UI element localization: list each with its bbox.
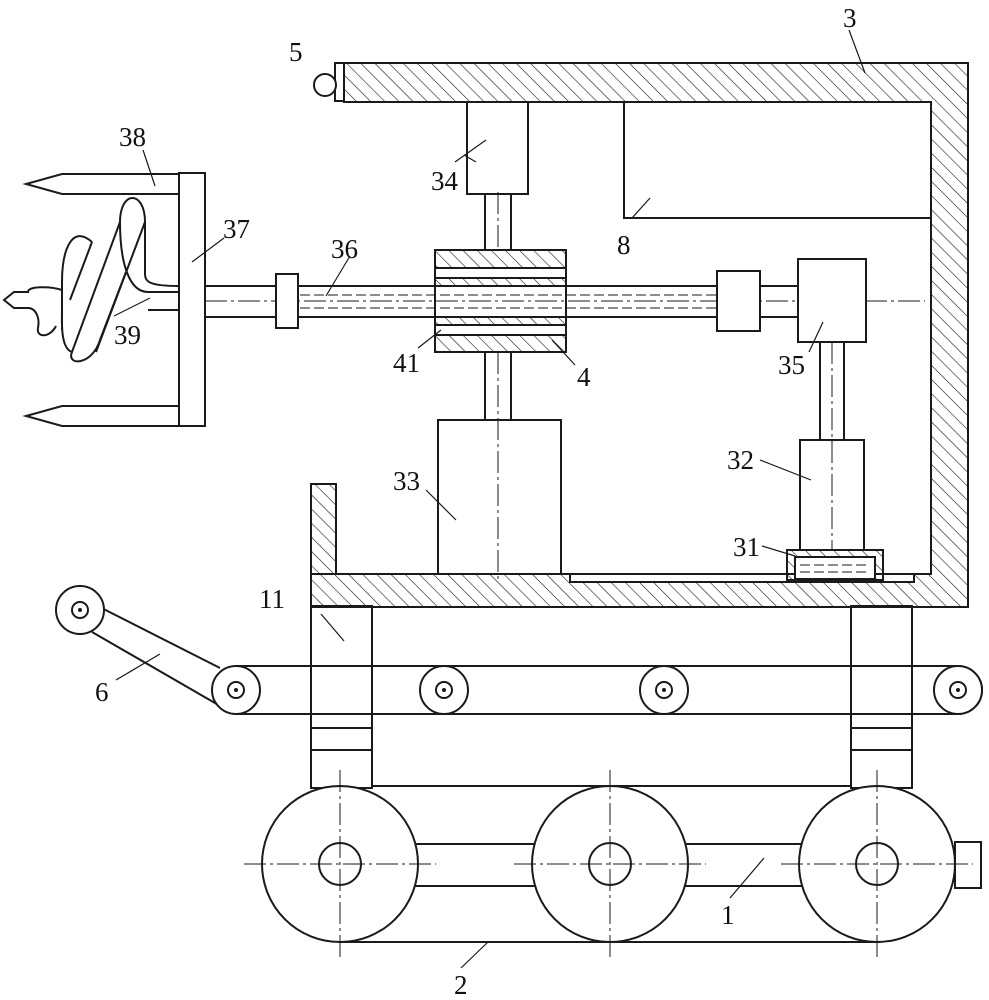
auger-spiral (2, 197, 180, 363)
label-11: 11 (259, 584, 285, 614)
wheel-left (244, 770, 436, 960)
label-3: 3 (843, 3, 857, 33)
label-36: 36 (331, 234, 358, 264)
bracket (623, 102, 931, 219)
lower-cylinder (437, 351, 562, 582)
label-37: 37 (223, 214, 250, 244)
label-4: 4 (577, 362, 591, 392)
wheel-right (781, 770, 973, 960)
leader-lines (113, 29, 866, 969)
label-33: 33 (393, 466, 420, 496)
label-34: 34 (431, 166, 459, 196)
label-1: 1 (721, 900, 735, 930)
pressure-pad (786, 549, 884, 581)
horizontal-conveyor (211, 665, 983, 715)
prong-bottom (22, 405, 179, 427)
frame-housing (310, 62, 969, 608)
tool-plate (178, 172, 206, 427)
prong-top (22, 173, 179, 195)
sensor (313, 62, 345, 102)
label-5: 5 (289, 37, 303, 67)
label-39: 39 (114, 320, 141, 350)
wheel-middle (514, 770, 706, 960)
rotary-motor (797, 258, 867, 343)
support-legs (310, 605, 913, 789)
base-plate (569, 573, 915, 583)
label-8: 8 (617, 230, 631, 260)
main-shaft (204, 270, 925, 332)
label-38: 38 (119, 122, 146, 152)
label-2: 2 (454, 970, 468, 1000)
label-32: 32 (727, 445, 754, 475)
top-cylinder (466, 101, 529, 251)
bearing-housing (434, 249, 567, 353)
label-31: 31 (733, 532, 760, 562)
right-cylinder (799, 341, 865, 551)
label-41: 41 (393, 348, 420, 378)
inclined-conveyor (55, 585, 235, 715)
label-6: 6 (95, 677, 109, 707)
label-35: 35 (778, 350, 805, 380)
